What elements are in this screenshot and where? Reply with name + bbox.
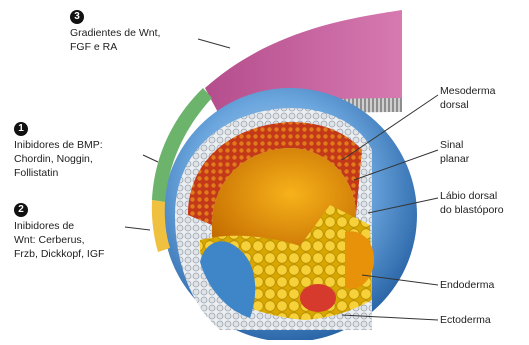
callout-3-number: 3 bbox=[70, 10, 84, 24]
label-labio-line-1: Lábio dorsal bbox=[440, 189, 504, 203]
label-mesoderma-dorsal: Mesoderma dorsal bbox=[440, 84, 495, 112]
label-sinal-line-2: planar bbox=[440, 152, 469, 166]
callout-3-line-2: FGF e RA bbox=[70, 40, 160, 54]
label-ectoderma: Ectoderma bbox=[440, 313, 491, 327]
callout-3-label: Gradientes de Wnt, FGF e RA bbox=[70, 26, 160, 54]
callout-2-line-1: Inibidores de bbox=[14, 219, 104, 233]
label-labio-line-2: do blastóporo bbox=[440, 203, 504, 217]
callout-3-line-1: Gradientes de Wnt, bbox=[70, 26, 160, 40]
callout-1-label: Inibidores de BMP: Chordin, Noggin, Foll… bbox=[14, 138, 103, 180]
callout-1-number: 1 bbox=[14, 122, 28, 136]
callout-2-number: 2 bbox=[14, 203, 28, 217]
label-sinal-planar: Sinal planar bbox=[440, 138, 469, 166]
callout-2-line-2: Wnt: Cerberus, bbox=[14, 233, 104, 247]
label-endoderma-line-1: Endoderma bbox=[440, 278, 494, 292]
callout-2-line-3: Frzb, Dickkopf, IGF bbox=[14, 247, 104, 261]
label-mesoderma-line-2: dorsal bbox=[440, 98, 495, 112]
callout-2-label: Inibidores de Wnt: Cerberus, Frzb, Dickk… bbox=[14, 219, 104, 261]
red-cell-cluster bbox=[300, 284, 336, 312]
callout-1-line-2: Chordin, Noggin, bbox=[14, 152, 103, 166]
label-sinal-line-1: Sinal bbox=[440, 138, 469, 152]
label-endoderma: Endoderma bbox=[440, 278, 494, 292]
callout-1-line-3: Follistatin bbox=[14, 166, 103, 180]
label-labio-dorsal: Lábio dorsal do blastóporo bbox=[440, 189, 504, 217]
callout-1-line-1: Inibidores de BMP: bbox=[14, 138, 103, 152]
label-mesoderma-line-1: Mesoderma bbox=[440, 84, 495, 98]
label-ectoderma-line-1: Ectoderma bbox=[440, 313, 491, 327]
